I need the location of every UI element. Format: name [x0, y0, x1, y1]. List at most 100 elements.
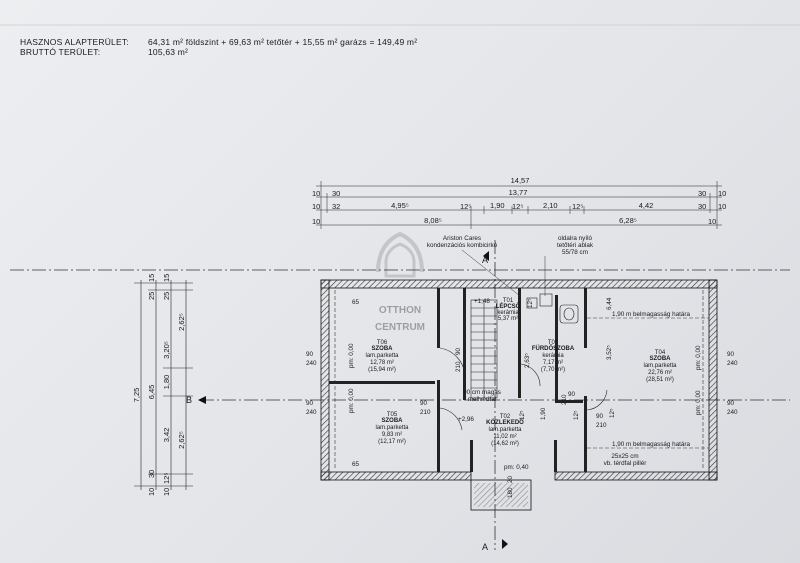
svg-text:90: 90	[727, 351, 735, 358]
svg-text:210: 210	[561, 394, 568, 405]
gross-area-line: BRUTTÓ TERÜLET:105,63 m²	[20, 47, 188, 57]
svg-text:2,62⁵: 2,62⁵	[177, 431, 186, 449]
logo-mark-icon	[376, 231, 424, 273]
svg-text:6,28⁵: 6,28⁵	[619, 216, 637, 225]
svg-text:8,08⁵: 8,08⁵	[424, 216, 442, 225]
svg-text:12⁵: 12⁵	[573, 410, 580, 420]
svg-text:90: 90	[568, 391, 576, 398]
section-a-bottom-arrow-icon	[502, 539, 508, 549]
svg-text:pm: 0,00: pm: 0,00	[695, 390, 702, 415]
svg-text:kerámia: kerámia	[497, 310, 519, 316]
svg-text:2,63⁵: 2,63⁵	[524, 353, 531, 368]
usable-area-label: HASZNOS ALAPTERÜLET:	[20, 37, 129, 47]
pil-line-b: vb. térdfal pillér	[604, 460, 647, 467]
logo-text-otthon: OTTHON	[379, 305, 421, 316]
svg-text:65: 65	[352, 299, 360, 306]
svg-text:12⁵: 12⁵	[162, 473, 171, 484]
svg-text:180: 180	[507, 487, 514, 498]
svg-text:12,78 m²: 12,78 m²	[370, 360, 394, 366]
svg-text:1,90: 1,90	[540, 407, 547, 420]
interior-walls	[329, 288, 587, 472]
bathroom-fixtures	[526, 293, 579, 324]
svg-text:20: 20	[507, 475, 514, 483]
svg-text:3,52⁵: 3,52⁵	[606, 345, 613, 360]
svg-text:25: 25	[147, 292, 156, 300]
svg-text:(15,94 m²): (15,94 m²)	[368, 367, 396, 373]
svg-text:SZOBA: SZOBA	[650, 356, 672, 362]
room-t06: T06 SZOBA lam.parketta 12,78 m² (15,94 m…	[365, 340, 399, 373]
rail-line-a: 90 cm magas	[463, 389, 501, 396]
svg-text:10: 10	[312, 202, 320, 211]
win-line-a: oldalra nyíló	[558, 235, 592, 242]
svg-text:T02: T02	[500, 414, 511, 420]
svg-text:1,90: 1,90	[490, 201, 505, 210]
room-t02: T02 KÖZLEKEDŐ lam.parketta 11,02 m² (14,…	[486, 414, 524, 447]
svg-text:(7,70 m²): (7,70 m²)	[541, 367, 565, 373]
pil-line-a: 25x25 cm	[611, 453, 638, 460]
svg-text:90: 90	[596, 413, 604, 420]
svg-text:10: 10	[708, 217, 716, 226]
svg-text:32: 32	[332, 202, 340, 211]
boiler-line-b: kondenzációs kombicirkó	[427, 242, 498, 249]
svg-text:FÜRDŐSZOBA: FÜRDŐSZOBA	[532, 345, 575, 352]
svg-text:240: 240	[306, 360, 317, 367]
svg-text:pm: 0,00: pm: 0,00	[695, 345, 702, 370]
svg-text:12⁵: 12⁵	[460, 202, 471, 211]
svg-text:pm: 0,00: pm: 0,00	[348, 343, 355, 368]
svg-text:T04: T04	[655, 350, 666, 356]
svg-text:13,77: 13,77	[509, 188, 528, 197]
level-2: +2,96	[458, 416, 474, 423]
svg-text:5,37 m²: 5,37 m²	[498, 316, 518, 322]
svg-text:12⁵: 12⁵	[519, 410, 526, 420]
room-labels: T06 SZOBA lam.parketta 12,78 m² (15,94 m…	[365, 298, 677, 447]
svg-text:lam.parketta: lam.parketta	[375, 425, 409, 431]
level-1: +1,48	[474, 298, 490, 305]
section-b-label: B	[186, 395, 192, 405]
height-note-lower: 1,90 m belmagasság határa	[612, 441, 691, 448]
svg-text:3,42: 3,42	[162, 428, 171, 443]
svg-text:SZOBA: SZOBA	[372, 346, 394, 352]
svg-text:210: 210	[455, 361, 462, 372]
svg-text:KÖZLEKEDŐ: KÖZLEKEDŐ	[486, 419, 524, 426]
svg-text:1,80: 1,80	[162, 375, 171, 390]
svg-text:kerámia: kerámia	[542, 353, 564, 359]
logo-text-centrum: CENTRUM	[375, 322, 425, 333]
svg-text:12⁵: 12⁵	[512, 202, 523, 211]
svg-text:(14,62 m²): (14,62 m²)	[491, 441, 519, 447]
svg-text:25: 25	[162, 292, 171, 300]
usable-area-line: HASZNOS ALAPTERÜLET: 64,31 m² földszint +…	[20, 37, 417, 47]
section-b-arrow-icon	[198, 396, 206, 404]
stairs	[470, 299, 498, 399]
svg-text:10: 10	[718, 202, 726, 211]
top-dimension-labels: 14,57 10 30 13,77 30 10 10 32 4,95⁵ 12⁵ …	[312, 176, 726, 226]
svg-text:T03: T03	[548, 340, 559, 346]
svg-text:SZOBA: SZOBA	[382, 418, 404, 424]
svg-text:lam.parketta: lam.parketta	[643, 363, 677, 369]
svg-text:90: 90	[306, 400, 314, 407]
win-line-b: tetőtéri ablak	[557, 242, 594, 249]
svg-text:10: 10	[147, 488, 156, 496]
svg-text:15: 15	[162, 274, 171, 282]
svg-text:pm: 0,00: pm: 0,00	[348, 388, 355, 413]
svg-text:4,95⁵: 4,95⁵	[391, 201, 409, 210]
svg-text:30: 30	[698, 189, 706, 198]
gross-area-value: 105,63 m²	[148, 47, 189, 57]
svg-text:2,10: 2,10	[543, 201, 558, 210]
svg-text:T06: T06	[377, 340, 388, 346]
svg-text:6,44: 6,44	[606, 297, 613, 310]
svg-text:12⁵: 12⁵	[527, 298, 534, 308]
room-t03: T03 FÜRDŐSZOBA kerámia 7,17 m² (7,70 m²)	[532, 340, 575, 373]
usable-area-value: 64,31 m² földszint + 69,63 m² tetőtér + …	[148, 37, 418, 47]
dim-total-height: 7,25	[132, 388, 141, 403]
svg-text:240: 240	[727, 360, 738, 367]
svg-text:22,76 m²: 22,76 m²	[648, 370, 672, 376]
top-dimension-chains	[316, 181, 722, 229]
plan-notes: Ariston Cares kondenzációs kombicirkó ol…	[427, 235, 691, 467]
svg-text:lam.parketta: lam.parketta	[488, 427, 522, 433]
room-t01: T01 LÉPCSŐ kerámia 5,37 m²	[496, 298, 521, 322]
svg-text:7,17 m²: 7,17 m²	[543, 360, 563, 366]
rail-line-b: mellvédfal	[468, 396, 496, 403]
svg-text:210: 210	[596, 422, 607, 429]
svg-text:LÉPCSŐ: LÉPCSŐ	[496, 302, 521, 310]
